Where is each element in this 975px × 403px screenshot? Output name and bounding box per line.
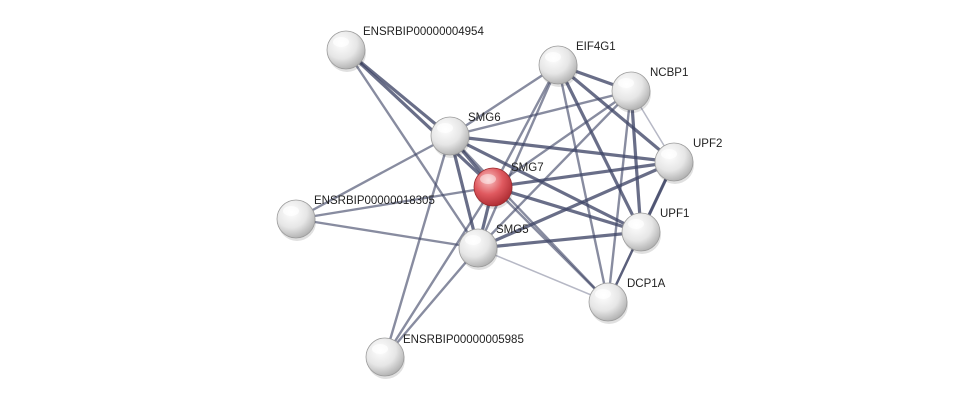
node-highlight <box>480 174 496 184</box>
edge-ncbp1-smg5[interactable] <box>476 89 633 250</box>
protein-node[interactable] <box>654 142 694 182</box>
node-label: UPF2 <box>693 138 722 150</box>
edge-ncbp1-smg7[interactable] <box>491 89 633 189</box>
edge-smg7-dcp1a[interactable] <box>491 185 610 304</box>
edge-eif4g1-smg5[interactable] <box>476 63 560 250</box>
edge-smg7-ensrbip00000005985[interactable] <box>383 185 495 359</box>
edge-smg5-dcp1a[interactable] <box>477 247 609 303</box>
node-label: SMG7 <box>511 162 544 174</box>
edge-smg5-ensrbip00000005985[interactable] <box>383 246 480 359</box>
protein-node[interactable] <box>430 116 470 156</box>
protein-node[interactable] <box>326 30 366 70</box>
node-highlight <box>595 289 611 299</box>
node-smg5[interactable]: SMG5 <box>458 224 529 270</box>
edge-eif4g1-smg7[interactable] <box>491 63 560 189</box>
node-upf1[interactable]: UPF1 <box>621 208 689 254</box>
edge-smg6-upf2[interactable] <box>448 134 676 164</box>
edge-ncbp1-dcp1a[interactable] <box>606 89 633 304</box>
protein-node[interactable] <box>538 45 578 85</box>
edge-smg5-ensrbip00000018305[interactable] <box>294 217 480 250</box>
protein-node[interactable] <box>621 212 661 252</box>
node-highlight <box>437 123 453 133</box>
edge-smg7-upf2[interactable] <box>491 160 676 189</box>
node-label: DCP1A <box>627 278 666 290</box>
node-smg7[interactable]: SMG7 <box>473 162 544 209</box>
edge-smg6-upf1[interactable] <box>448 134 643 234</box>
edge-eif4g1-smg6[interactable] <box>448 63 560 138</box>
node-highlight <box>333 37 349 47</box>
edge-eif4g1-upf2[interactable] <box>556 63 676 164</box>
node-ensrbip00000018305[interactable]: ENSRBIP00000018305 <box>276 195 435 241</box>
edge-smg5-upf1[interactable] <box>476 230 643 250</box>
edge-eif4g1-dcp1a[interactable] <box>556 63 610 304</box>
node-upf2[interactable]: UPF2 <box>654 138 722 184</box>
node-ensrbip00000004954[interactable]: ENSRBIP00000004954 <box>326 26 484 72</box>
edge-ncbp1-upf1[interactable] <box>629 89 643 234</box>
node-highlight <box>372 344 388 354</box>
node-layer: ENSRBIP00000004954EIF4G1NCBP1SMG6UPF2SMG… <box>276 26 722 379</box>
node-highlight <box>661 149 677 159</box>
node-label: SMG6 <box>468 112 501 124</box>
node-label: ENSRBIP00000004954 <box>363 26 484 38</box>
node-highlight <box>465 235 481 245</box>
node-label: ENSRBIP00000018305 <box>314 195 435 207</box>
node-eif4g1[interactable]: EIF4G1 <box>538 41 616 87</box>
edge-smg6-ensrbip00000018305[interactable] <box>294 134 452 221</box>
node-label: EIF4G1 <box>576 41 616 53</box>
node-ensrbip00000005985[interactable]: ENSRBIP00000005985 <box>365 334 524 379</box>
edge-smg7-ensrbip00000018305[interactable] <box>294 185 495 221</box>
node-highlight <box>628 219 644 229</box>
node-label: SMG5 <box>496 224 529 236</box>
edge-layer <box>294 48 676 359</box>
node-dcp1a[interactable]: DCP1A <box>588 278 666 324</box>
edge-eif4g1-upf1[interactable] <box>556 63 643 234</box>
protein-node[interactable] <box>276 199 316 239</box>
query-protein-node[interactable] <box>473 167 513 207</box>
node-label: ENSRBIP00000005985 <box>403 334 524 346</box>
edge-smg6-ensrbip00000005985[interactable] <box>383 134 452 359</box>
node-smg6[interactable]: SMG6 <box>430 112 501 158</box>
protein-node[interactable] <box>458 228 498 268</box>
protein-node[interactable] <box>588 282 628 322</box>
edge-ncbp1-smg6[interactable] <box>448 89 633 138</box>
node-ncbp1[interactable]: NCBP1 <box>611 67 688 113</box>
node-label: NCBP1 <box>650 67 688 79</box>
node-highlight <box>618 78 634 88</box>
node-highlight <box>545 52 561 62</box>
node-label: UPF1 <box>660 208 689 220</box>
edge-smg5-upf2[interactable] <box>476 160 676 250</box>
protein-node[interactable] <box>365 337 405 377</box>
node-highlight <box>283 206 299 216</box>
protein-node[interactable] <box>611 71 651 111</box>
edge-ensrbip00000004954-smg5[interactable] <box>344 48 480 250</box>
edge-ensrbip00000004954-smg7[interactable] <box>344 48 495 189</box>
